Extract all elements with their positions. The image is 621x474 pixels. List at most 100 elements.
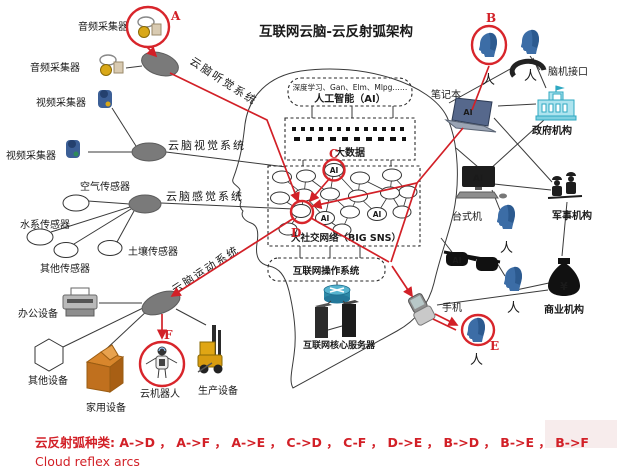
auditory-hub <box>141 51 179 77</box>
marker-circle-d <box>289 199 315 225</box>
government-building-icon <box>535 85 577 121</box>
production-equipment-label: 生产设备 <box>198 384 238 397</box>
audio-collector-1: 音频采集器 <box>78 16 162 38</box>
audio-collector-icon <box>99 54 124 76</box>
video-collector-2: 视频采集器 <box>6 140 80 162</box>
yen-symbol: ¥ <box>560 280 568 293</box>
marker-letter-d: D <box>291 226 301 240</box>
production-equipment: 生产设备 <box>197 325 238 397</box>
server-towers-icon <box>315 300 359 338</box>
video-camera-icon <box>66 140 80 158</box>
home-equipment-label: 家用设备 <box>86 401 126 414</box>
cloud-robot: 云机器人 <box>140 346 180 400</box>
reflex-arc-lines <box>146 46 490 340</box>
desktop-screen-ai: AI <box>473 174 483 184</box>
office-equipment: 办公设备 <box>18 287 98 320</box>
person-legs: 人 <box>524 69 537 84</box>
person-desktop: 人 <box>497 204 515 256</box>
other-sensors: 其他传感器 <box>40 242 90 275</box>
water-sensor-node <box>26 228 54 246</box>
robot-icon <box>145 346 178 379</box>
ai-box: 深度学习、Gan、Elm、Mlpg…… 人工智能（AI） <box>287 77 413 107</box>
video-collector-2-label: 视频采集器 <box>6 149 56 162</box>
person-glasses: 人 <box>504 266 522 316</box>
desktop-computer-icon: AI <box>455 166 507 199</box>
person-bci: 人 <box>521 29 539 84</box>
air-sensor: 空气传感器 <box>62 180 130 212</box>
person-e: 人 <box>467 317 485 368</box>
sensory-hub <box>128 194 162 214</box>
desktop-label: 台式机 <box>452 210 482 223</box>
soil-sensor-node <box>97 240 123 256</box>
home-equipment: 家用设备 <box>85 344 126 414</box>
water-sensor-label: 水系传感器 <box>20 218 70 231</box>
core-server-label: 互联网核心服务器 <box>303 339 376 351</box>
video-collector-1-label: 视频采集器 <box>36 96 86 109</box>
laptop-icon: AI <box>444 97 497 133</box>
marker-letter-a: A <box>170 9 181 23</box>
person-legs: 人 <box>500 241 513 256</box>
bci-label: 脑机接口 <box>548 65 588 78</box>
router-icon <box>323 281 351 304</box>
military-label: 军事机构 <box>552 209 592 222</box>
os-label: 互联网操作系统 <box>293 265 360 277</box>
video-camera-icon <box>98 90 112 108</box>
scan-artifact <box>545 420 617 448</box>
reflex-arc-markers: A B C D E F <box>125 5 508 388</box>
military-soldiers-icon <box>547 172 583 199</box>
other-equipment-label: 其他设备 <box>28 374 68 387</box>
marker-circle-f <box>138 340 186 388</box>
laptop: 笔记本 AI <box>431 88 497 133</box>
ai-bigdata-connectors <box>311 106 394 118</box>
visual-system-label: 云脑视觉系统 <box>168 138 246 152</box>
marker-letter-b: B <box>486 11 496 25</box>
auditory-system-label: 云脑听觉系统 <box>187 55 259 108</box>
deep-learning-text: 深度学习、Gan、Elm、Mlpg…… <box>293 82 408 92</box>
smart-glasses: AI <box>443 250 501 271</box>
laptop-label: 笔记本 <box>431 88 461 101</box>
forklift-icon <box>197 325 223 374</box>
other-equipment: 其他设备 <box>28 338 68 387</box>
marker-letter-e: E <box>490 339 499 353</box>
phone-icon <box>407 293 436 326</box>
marker-circle-b <box>470 24 508 66</box>
marker-circle-e <box>460 313 496 347</box>
person-legs: 人 <box>507 301 520 316</box>
business: 商业机构 ¥ <box>544 258 584 316</box>
soil-sensor: 土壤传感器 <box>97 240 178 258</box>
sns-ai-node-label: AI <box>373 210 382 219</box>
sns-nodes <box>270 163 418 237</box>
big-data-label: 大数据 <box>335 146 365 159</box>
caption-line1: 云反射弧种类: A->D ， A->F ， A->E ， C->D ， C-F … <box>35 435 589 450</box>
sns-ai-node-label: AI <box>330 166 339 175</box>
audio-collector-2-label: 音频采集器 <box>30 61 80 74</box>
sns-ai-node-label: AI <box>321 214 330 223</box>
audio-collector-1-label: 音频采集器 <box>78 20 128 33</box>
home-box-icon <box>85 344 125 393</box>
visual-hub <box>131 142 167 162</box>
hexagon-node <box>34 338 64 372</box>
sns-os-connectors <box>299 246 361 258</box>
office-equipment-label: 办公设备 <box>18 307 58 320</box>
page-title: 互联网云脑-云反射弧架构 <box>259 23 413 40</box>
other-sensors-label: 其他传感器 <box>40 262 90 275</box>
air-sensor-label: 空气传感器 <box>80 180 130 193</box>
video-collector-1: 视频采集器 <box>36 90 112 109</box>
marker-circle-c <box>322 158 346 182</box>
os-box: 互联网操作系统 <box>267 257 386 282</box>
business-label: 商业机构 <box>544 303 584 316</box>
head-profile-outline <box>232 68 458 389</box>
printer-icon <box>62 287 98 317</box>
bci-headset-icon <box>509 58 547 78</box>
laptop-screen-ai: AI <box>463 108 472 117</box>
left-connector-lines <box>50 65 295 353</box>
right-connector-lines <box>436 55 568 306</box>
glasses-ai: AI <box>452 256 461 265</box>
soil-sensor-label: 土壤传感器 <box>128 245 178 258</box>
marker-letter-f: F <box>164 328 173 342</box>
bci: 脑机接口 <box>509 58 588 78</box>
desktop: 台式机 AI <box>452 166 507 223</box>
glasses-icon: AI <box>443 250 501 271</box>
